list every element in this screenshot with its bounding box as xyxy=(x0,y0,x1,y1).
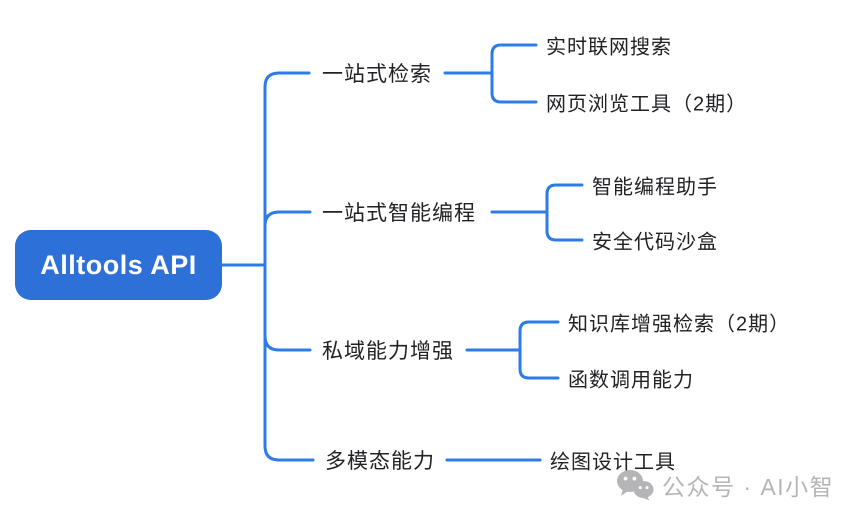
leaf-label-coding-assistant: 智能编程助手 xyxy=(592,176,718,199)
root-node: Alltools API xyxy=(15,230,222,300)
watermark-text: 公众号 · AI小智 xyxy=(662,474,835,500)
connector-search-bracket xyxy=(490,43,538,104)
leaf-label-drawing-design: 绘图设计工具 xyxy=(550,451,676,474)
connector-branch-private xyxy=(263,263,312,352)
leaf-label-web-browsing: 网页浏览工具（2期） xyxy=(546,93,748,116)
leaf-label-realtime-search: 实时联网搜索 xyxy=(546,36,672,59)
connector-branch-multimodal xyxy=(263,263,315,462)
connector-private-bracket xyxy=(518,320,560,380)
branch-label-multimodal: 多模态能力 xyxy=(325,450,435,473)
leaf-label-function-call: 函数调用能力 xyxy=(568,369,694,392)
leaf-label-code-sandbox: 安全代码沙盒 xyxy=(592,231,718,254)
wechat-icon xyxy=(617,470,654,501)
connector-coding-bracket xyxy=(545,183,584,242)
root-label: Alltools API xyxy=(40,249,197,280)
watermark: 公众号 · AI小智 xyxy=(616,468,834,502)
connector-branch-coding xyxy=(263,210,312,267)
leaf-label-kb-retrieval: 知识库增强检索（2期） xyxy=(568,313,791,336)
branch-label-private: 私域能力增强 xyxy=(322,340,454,363)
connector-branch-search xyxy=(263,71,311,267)
branch-label-search: 一站式检索 xyxy=(322,63,432,86)
branch-label-coding: 一站式智能编程 xyxy=(322,202,476,225)
